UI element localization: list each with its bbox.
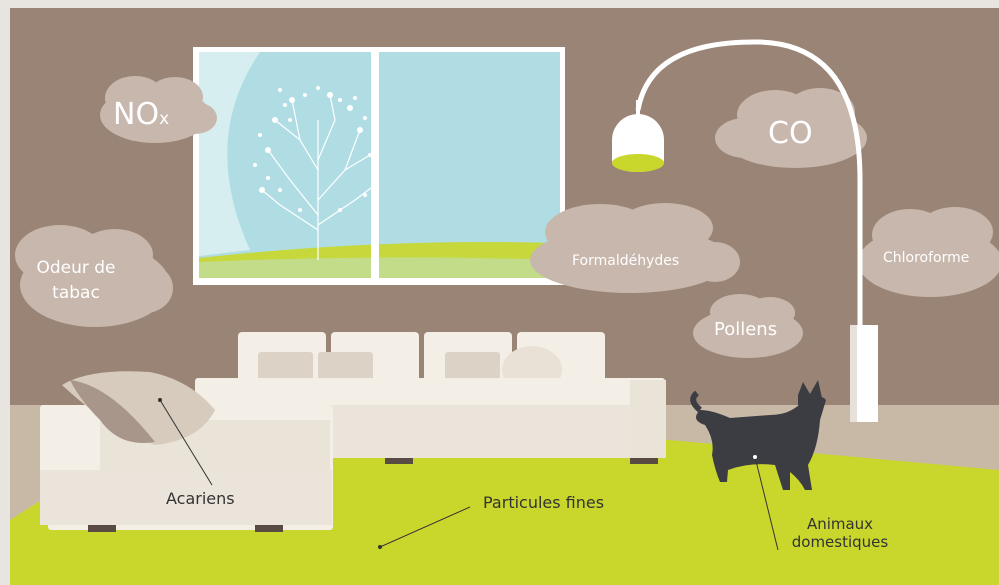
- nox-subscript: x: [159, 109, 169, 129]
- window: [193, 47, 565, 285]
- pets-dot: [753, 455, 757, 459]
- nox-label: NOx: [113, 97, 169, 133]
- tobacco-line-2: tabac: [18, 283, 134, 303]
- pollens-label: Pollens: [714, 319, 777, 341]
- tobacco-line-1: Odeur de: [18, 258, 134, 278]
- pets-line-1: Animaux: [785, 515, 895, 533]
- fine-particles-label: Particules fines: [483, 493, 604, 512]
- mites-label: Acariens: [166, 489, 235, 508]
- pets-line-2: domestiques: [785, 533, 895, 551]
- co-label: CO: [768, 116, 813, 152]
- chloroform-label: Chloroforme: [883, 250, 969, 267]
- mites-dot: [158, 398, 162, 402]
- tobacco-label: Odeur de tabac: [18, 258, 134, 304]
- nox-text: NO: [113, 97, 159, 132]
- formaldehydes-label: Formaldéhydes: [572, 253, 679, 270]
- particles-dot: [378, 545, 382, 549]
